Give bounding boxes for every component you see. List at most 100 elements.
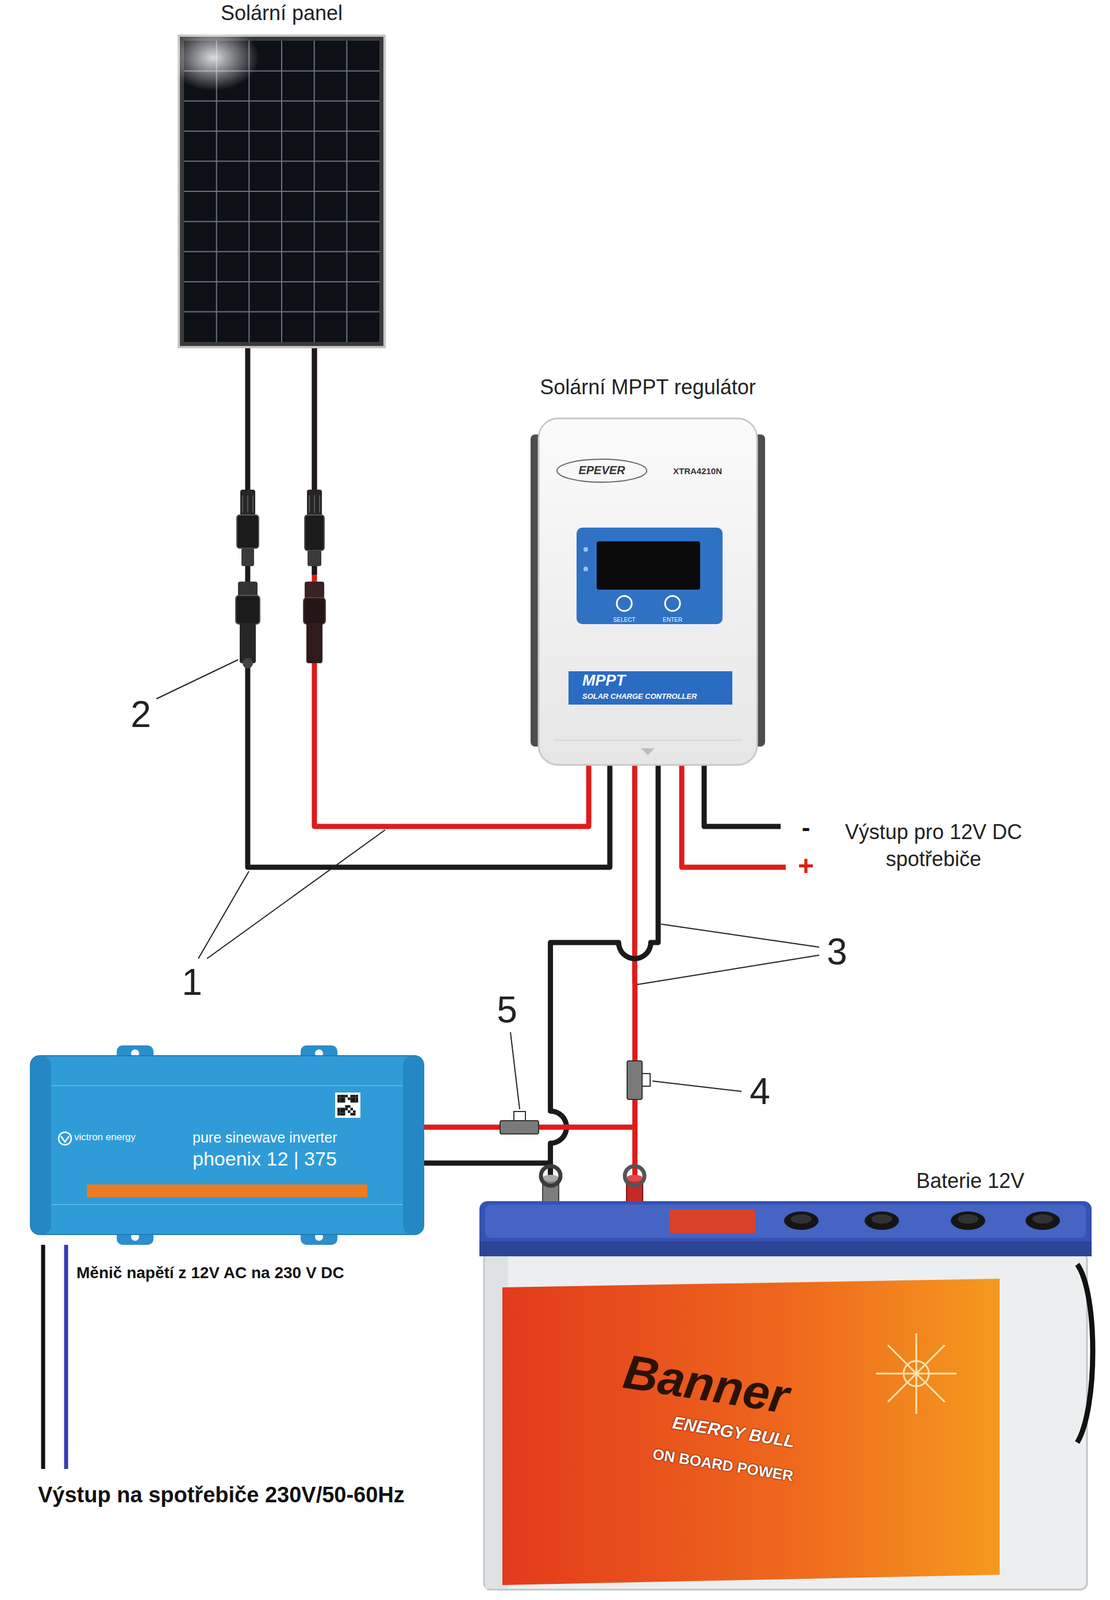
cell-gap	[183, 220, 380, 222]
fuse-holder	[627, 1061, 643, 1100]
text-holder: pure sinewave inverter	[192, 1129, 366, 1147]
connector-body	[236, 515, 259, 549]
qr-module	[342, 1095, 346, 1098]
compass-star	[915, 1333, 918, 1415]
cell-gap	[183, 70, 380, 72]
mounting-flange	[530, 434, 551, 747]
qr-module	[342, 1100, 346, 1104]
label-holder: 1	[181, 963, 203, 1001]
device-marking: pure sinewave inverter	[192, 1129, 338, 1147]
connector-pin	[307, 550, 322, 567]
display-panel	[576, 527, 723, 625]
callout-number: 3	[826, 933, 848, 971]
qr-module	[342, 1097, 346, 1101]
connector-rib	[313, 495, 316, 513]
connector-body	[303, 597, 326, 625]
qr-module	[352, 1097, 356, 1101]
text-holder: victron energy	[74, 1131, 184, 1144]
polarity-sign: +	[797, 850, 814, 882]
qr-code	[335, 1092, 361, 1119]
qr-module	[350, 1113, 354, 1117]
text-holder: ENERGY BULL	[671, 1422, 795, 1443]
cell-gap	[216, 40, 218, 343]
qr-module	[342, 1113, 346, 1117]
compass-star	[876, 1373, 957, 1375]
cell-gap	[183, 100, 380, 102]
label-holder: 3	[826, 933, 848, 971]
connector-socket	[304, 581, 325, 599]
mounting-hole	[131, 1049, 140, 1058]
cell-cap	[864, 1211, 900, 1231]
qr-module	[340, 1108, 344, 1112]
device-node: Solární MPPT regulátorEPEVERXTRA4210NSEL…	[530, 418, 766, 766]
mounting-tab	[300, 1045, 338, 1067]
mounting-tab	[300, 1224, 338, 1246]
cell-cap	[790, 1214, 812, 1224]
cell-cap	[1032, 1214, 1054, 1224]
text-holder: Solární panel	[121, 1, 443, 25]
cable-lug	[624, 1166, 645, 1186]
leader-line	[206, 830, 386, 959]
cable	[423, 1127, 636, 1202]
connector-body	[304, 515, 325, 551]
cell-cap	[950, 1211, 986, 1231]
qr-module	[347, 1097, 351, 1101]
mounting-tab	[116, 1224, 154, 1246]
status-led	[583, 547, 589, 552]
panel-frame	[178, 35, 385, 348]
mounting-tab	[116, 1045, 154, 1067]
battery-lid	[479, 1201, 1092, 1257]
label-holder: Výstup pro 12V DC spotřebiče	[824, 819, 1043, 874]
panel-glare	[167, 24, 260, 91]
compass-star	[888, 1345, 946, 1403]
mounting-hole	[131, 1233, 140, 1242]
text-holder: ENTER	[649, 613, 696, 625]
text-holder: ON BOARD POWER	[651, 1457, 794, 1475]
device-drawing	[30, 1045, 424, 1246]
qr-module	[342, 1110, 346, 1114]
cell-gap	[346, 40, 348, 343]
inverter-housing	[30, 1055, 424, 1235]
text-holder: Solární MPPT regulátor	[473, 375, 823, 399]
label-holder: 2	[130, 696, 152, 733]
connector-nut	[240, 489, 256, 517]
housing-seam	[553, 739, 743, 741]
device-node: Baterie 12VBannerENERGY BULLON BOARD POW…	[479, 1201, 1092, 1593]
load-wire-plus	[681, 765, 786, 868]
connector-body	[235, 595, 260, 625]
device-marking: Měnič napětí z 12V AC na 230 V DC	[76, 1264, 345, 1283]
cell-gap	[183, 281, 380, 283]
battery-case	[484, 1253, 1088, 1590]
qr-module	[347, 1110, 351, 1114]
device-title: victron energy	[74, 1131, 136, 1144]
callout-number: 5	[496, 991, 518, 1029]
device-marking: SELECT	[613, 616, 636, 624]
end-cap	[30, 1055, 52, 1235]
qr-module	[337, 1097, 341, 1101]
device-marking: XTRA4210N	[673, 466, 722, 476]
device-node: victron energy pure sinewave inverterphoe…	[30, 1045, 424, 1246]
lcd-screen	[596, 541, 701, 590]
text-holder: SOLAR CHARGE CONTROLLER	[582, 690, 729, 702]
qr-module	[355, 1100, 359, 1104]
callout-number: 4	[749, 1073, 771, 1110]
qr-module	[352, 1110, 356, 1114]
device-marking: ENERGY BULL	[671, 1412, 797, 1453]
qr-module	[340, 1100, 344, 1104]
device-title: Baterie 12V	[916, 1169, 1025, 1193]
end-cap	[402, 1055, 424, 1235]
leader-line	[198, 871, 249, 959]
qr-module	[337, 1108, 341, 1112]
text-holder: EPEVER	[567, 463, 637, 478]
connector-rib	[252, 495, 254, 513]
brand-logo	[60, 1136, 69, 1143]
qr-module	[350, 1095, 354, 1098]
device-drawing	[178, 35, 385, 348]
qr-module	[337, 1100, 341, 1104]
device-title: Solární panel	[220, 1, 343, 25]
qr-module	[350, 1100, 354, 1104]
text-holder: phoenix 12 | 375	[192, 1147, 366, 1171]
label-holder: Výstup na spotřebiče 230V/50-60Hz	[37, 1483, 405, 1509]
